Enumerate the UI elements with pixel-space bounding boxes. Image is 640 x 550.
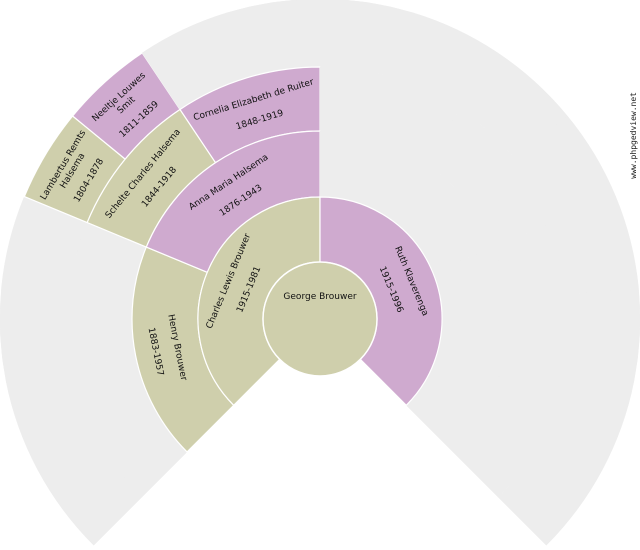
empty-cell-gen4-13 (566, 287, 640, 382)
root-person-name: George Brouwer (283, 292, 356, 302)
empty-cell-gen4-2 (0, 287, 74, 382)
root-person-circle[interactable] (262, 261, 378, 377)
root-person[interactable]: George Brouwer (262, 261, 378, 377)
watermark: www.phpgedview.net (629, 92, 638, 179)
